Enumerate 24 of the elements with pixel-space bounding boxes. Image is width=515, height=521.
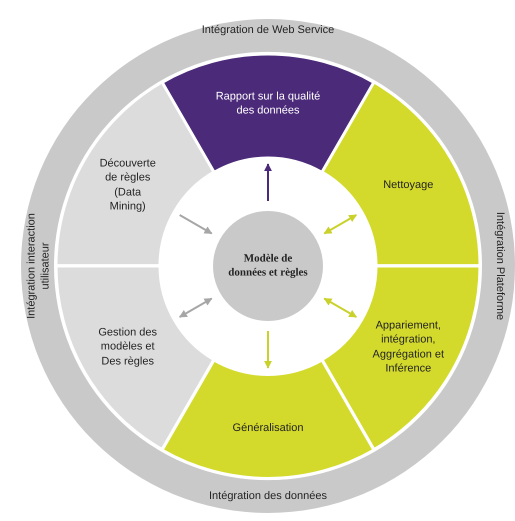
ring-label: Intégration des données	[208, 488, 328, 504]
center-circle	[213, 211, 323, 321]
ring-segment	[56, 82, 214, 266]
ring-segment	[162, 360, 374, 478]
ring-label: Intégration interaction utilisateur	[24, 212, 53, 321]
segment-label: Découverte de règles (Data Mining)	[98, 156, 157, 214]
segment-label: Appariement, intégration, Aggrégation et Inférence	[372, 318, 446, 376]
arrow	[264, 331, 272, 369]
ring-segment	[322, 82, 480, 266]
arrow	[179, 214, 212, 234]
arrow	[178, 298, 212, 318]
segment-label: Gestion des modèles et Des règles	[97, 326, 158, 368]
segment-label: Rapport sur la qualité des données	[214, 90, 322, 118]
arrow	[264, 163, 272, 201]
ring-label: Intégration de Web Service	[200, 22, 336, 38]
arrow	[324, 214, 358, 234]
ring-segment	[162, 54, 374, 172]
segment-label: Généralisation	[232, 420, 304, 436]
ring-segment	[56, 266, 214, 450]
ring-segment	[322, 266, 480, 450]
ring-label: Intégration Plateforme	[493, 210, 508, 322]
segment-label: Nettoyage	[382, 178, 434, 192]
arrow	[324, 298, 358, 318]
center-label: Modèle de données et règles	[227, 252, 309, 280]
